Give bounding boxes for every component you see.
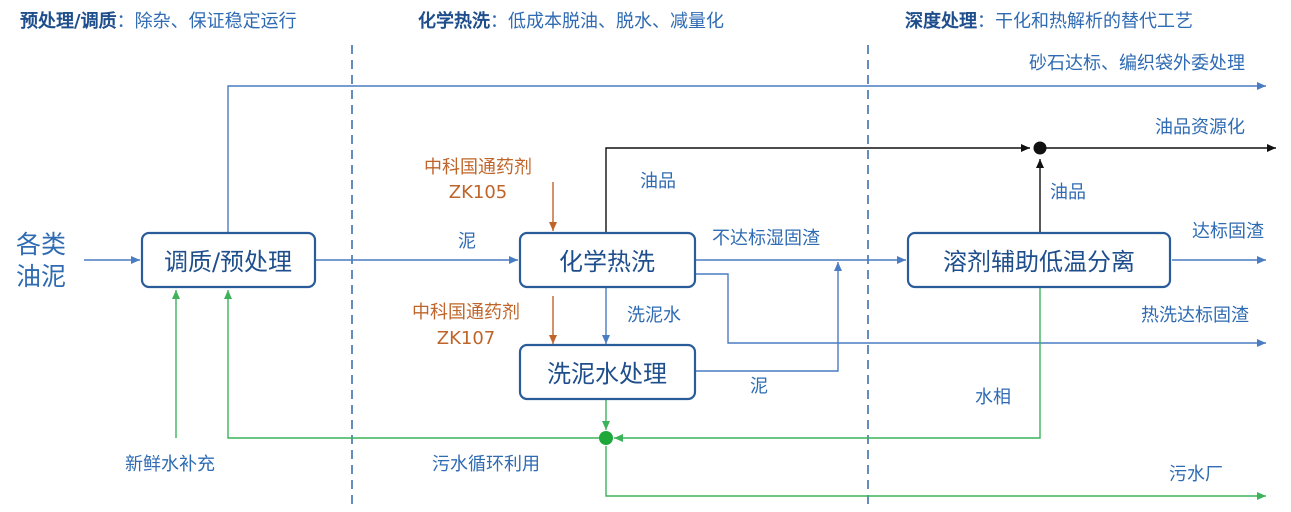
label-qualified-solid: 达标固渣 [1192, 221, 1264, 242]
flow-water-phase [614, 288, 1041, 442]
label-sewage: 污水厂 [1169, 464, 1223, 485]
water-junction [599, 431, 613, 445]
stage-desc: ：除杂、保证稳定运行 [117, 11, 297, 32]
chem-wash-label: 化学热洗 [559, 248, 655, 276]
label-wash-water: 洗泥水 [627, 305, 681, 326]
flow-hot-wash-solid [696, 273, 1266, 347]
stage-desc: ：低成本脱油、脱水、减量化 [490, 11, 724, 32]
label-hot-wash-solid: 热洗达标固渣 [1141, 305, 1249, 326]
solvent-label: 溶剂辅助低温分离 [943, 248, 1135, 276]
stage-header-pretreat: 预处理/调质：除杂、保证稳定运行 [20, 10, 297, 32]
flow-oil-from-wash [605, 144, 1030, 232]
agent-zk107-name: 中科国通药剂 [412, 302, 520, 323]
wash-water-box [518, 343, 697, 401]
label-oil-from-solvent: 油品 [1050, 182, 1086, 203]
label-oil-from-wash: 油品 [640, 171, 676, 192]
input-label-line2: 油泥 [16, 262, 66, 291]
flow-recycle [224, 290, 600, 439]
chem-wash-box [518, 231, 697, 289]
agent-zk105-code: ZK105 [449, 182, 508, 203]
label-mud-return: 泥 [750, 376, 768, 397]
oil-junction [1033, 141, 1047, 155]
label-sand-out: 砂石达标、编织袋外委处理 [1029, 53, 1245, 74]
pretreat-label: 调质/预处理 [164, 248, 292, 276]
stage-header-deep: 深度处理：干化和热解析的替代工艺 [905, 10, 1193, 32]
label-recycle: 污水循环利用 [432, 454, 540, 475]
label-water-phase: 水相 [975, 387, 1011, 408]
flow-sewage [605, 446, 1266, 500]
agent-zk105-name: 中科国通药剂 [424, 157, 532, 178]
flow-sand-out [227, 82, 1266, 233]
wash-water-label: 洗泥水处理 [547, 360, 667, 388]
stage-title: 化学热洗 [418, 10, 490, 32]
input-label-line1: 各类 [16, 230, 66, 259]
label-fresh-water: 新鲜水补充 [125, 454, 215, 475]
label-mud: 泥 [458, 231, 476, 252]
label-oil-resource: 油品资源化 [1155, 117, 1245, 138]
stage-title: 预处理/调质 [20, 10, 117, 32]
agent-zk107-code: ZK107 [437, 328, 496, 349]
stage-header-chem-wash: 化学热洗：低成本脱油、脱水、减量化 [418, 10, 724, 32]
stage-title: 深度处理 [905, 10, 977, 32]
stage-desc: ：干化和热解析的替代工艺 [977, 11, 1193, 32]
label-unqualified: 不达标湿固渣 [712, 228, 820, 249]
solvent-box [906, 231, 1172, 289]
flow-mud-return [696, 262, 842, 372]
pretreat-box [140, 231, 317, 289]
